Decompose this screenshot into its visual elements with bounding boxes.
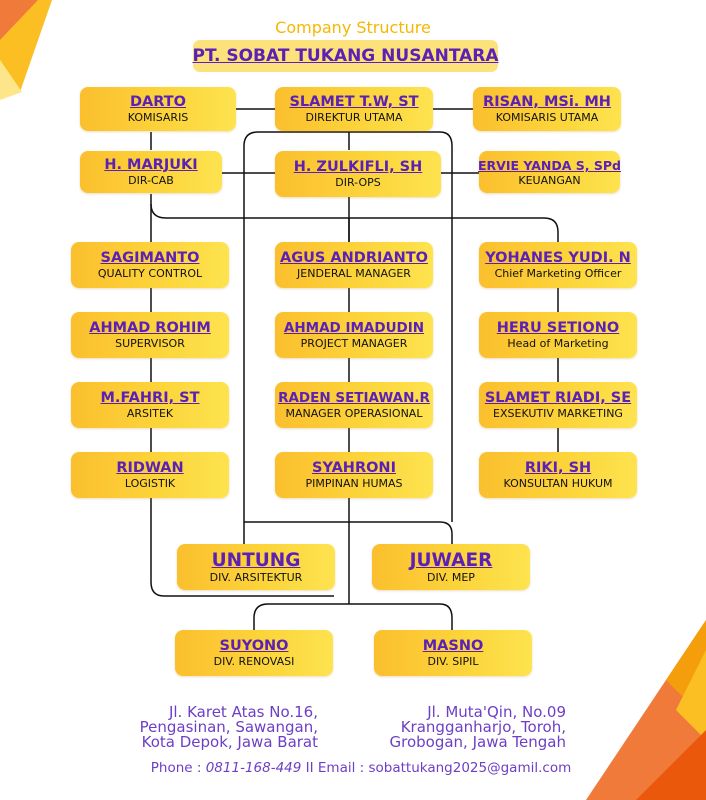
- node-yohanes[interactable]: YOHANES YUDI. N Chief Marketing Officer: [479, 242, 637, 288]
- node-ervie[interactable]: ERVIE YANDA S, SPd KEUANGAN: [478, 151, 621, 193]
- phone-number[interactable]: 0811-168-449: [205, 760, 302, 776]
- node-role: KONSULTAN HUKUM: [503, 477, 613, 490]
- node-role: KEUANGAN: [518, 174, 581, 187]
- node-syahroni[interactable]: SYAHRONI PIMPINAN HUMAS: [275, 452, 433, 498]
- node-role: DIREKTUR UTAMA: [305, 111, 403, 124]
- node-role: Chief Marketing Officer: [494, 267, 622, 280]
- address-line: Grobogan, Jawa Tengah: [389, 733, 566, 751]
- node-name: M.FAHRI, ST: [100, 390, 200, 406]
- node-role: ARSITEK: [126, 407, 174, 420]
- node-ridwan[interactable]: RIDWAN LOGISTIK: [71, 452, 229, 498]
- corner-decoration-top-left: [0, 0, 52, 100]
- node-name: SLAMET RIADI, SE: [484, 390, 632, 406]
- node-risan[interactable]: RISAN, MSi. MH KOMISARIS UTAMA: [473, 87, 621, 131]
- node-marjuki[interactable]: H. MARJUKI DIR-CAB: [80, 151, 222, 193]
- node-name: RIKI, SH: [524, 460, 592, 476]
- node-role: KOMISARIS UTAMA: [495, 111, 599, 124]
- node-name: DARTO: [130, 94, 186, 110]
- email-label: II Email :: [301, 760, 369, 776]
- node-masno[interactable]: MASNO DIV. SIPIL: [374, 630, 532, 676]
- node-role: SUPERVISOR: [115, 337, 185, 350]
- node-name: HERU SETIONO: [496, 320, 620, 336]
- node-sagimanto[interactable]: SAGIMANTO QUALITY CONTROL: [71, 242, 229, 288]
- node-role: MANAGER OPERASIONAL: [285, 407, 423, 420]
- node-name: YOHANES YUDI. N: [485, 250, 631, 266]
- node-role: EXSEKUTIV MARKETING: [493, 407, 623, 420]
- node-ahmad-imadudin[interactable]: AHMAD IMADUDIN PROJECT MANAGER: [275, 312, 433, 358]
- node-name: MASNO: [422, 638, 484, 654]
- node-darto[interactable]: DARTO KOMISARIS: [80, 87, 236, 131]
- phone-label: Phone :: [150, 760, 206, 776]
- node-role: DIR-OPS: [335, 176, 381, 189]
- node-role: DIR-CAB: [128, 174, 174, 187]
- node-juwaer[interactable]: JUWAER DIV. MEP: [372, 544, 530, 590]
- node-role: DIV. RENOVASI: [213, 655, 295, 668]
- node-ahmad-rohim[interactable]: AHMAD ROHIM SUPERVISOR: [71, 312, 229, 358]
- node-role: PIMPINAN HUMAS: [305, 477, 403, 490]
- node-name: SUYONO: [219, 638, 289, 654]
- node-riki[interactable]: RIKI, SH KONSULTAN HUKUM: [479, 452, 637, 498]
- node-name: AGUS ANDRIANTO: [280, 250, 428, 266]
- node-suyono[interactable]: SUYONO DIV. RENOVASI: [175, 630, 333, 676]
- node-role: QUALITY CONTROL: [97, 267, 203, 280]
- node-name: H. ZULKIFLI, SH: [293, 159, 423, 175]
- node-name: UNTUNG: [211, 550, 301, 571]
- node-name: SLAMET T.W, ST: [289, 94, 419, 110]
- contact-line: Phone : 0811-168-449 II Email : sobattuk…: [0, 760, 706, 776]
- email-address[interactable]: sobattukang2025@gamil.com: [368, 760, 572, 776]
- node-agus[interactable]: AGUS ANDRIANTO JENDERAL MANAGER: [275, 242, 433, 288]
- node-role: DIV. SIPIL: [427, 655, 479, 668]
- node-name: AHMAD IMADUDIN: [283, 320, 425, 336]
- node-role: PROJECT MANAGER: [300, 337, 408, 350]
- address-line: Jl. Karet Atas No.16,: [168, 703, 318, 721]
- node-fahri[interactable]: M.FAHRI, ST ARSITEK: [71, 382, 229, 428]
- node-role: DIV. ARSITEKTUR: [209, 571, 303, 584]
- node-name: RIDWAN: [116, 460, 184, 476]
- node-role: Head of Marketing: [507, 337, 609, 350]
- node-name: JUWAER: [409, 550, 493, 571]
- node-heru[interactable]: HERU SETIONO Head of Marketing: [479, 312, 637, 358]
- address-line: Jl. Muta'Qin, No.09: [427, 703, 566, 721]
- address-line: Pengasinan, Sawangan,: [139, 718, 318, 736]
- node-name: H. MARJUKI: [104, 157, 198, 173]
- node-name: AHMAD ROHIM: [89, 320, 211, 336]
- address-line: Kota Depok, Jawa Barat: [141, 733, 318, 751]
- address-grobogan: Jl. Muta'Qin, No.09 Krangganharjo, Toroh…: [366, 705, 566, 750]
- node-name: RADEN SETIAWAN.R: [278, 390, 430, 406]
- node-role: DIV. MEP: [427, 571, 475, 584]
- node-name: SYAHRONI: [312, 460, 396, 476]
- node-name: SAGIMANTO: [100, 250, 200, 266]
- node-slamet-riadi[interactable]: SLAMET RIADI, SE EXSEKUTIV MARKETING: [479, 382, 637, 428]
- company-name[interactable]: PT. SOBAT TUKANG NUSANTARA: [192, 40, 499, 72]
- node-raden[interactable]: RADEN SETIAWAN.R MANAGER OPERASIONAL: [275, 382, 433, 428]
- node-role: JENDERAL MANAGER: [297, 267, 411, 280]
- chart-subtitle: Company Structure: [275, 18, 431, 37]
- node-role: LOGISTIK: [124, 477, 176, 490]
- node-name: ERVIE YANDA S, SPd: [478, 158, 621, 173]
- node-role: KOMISARIS: [127, 111, 189, 124]
- node-untung[interactable]: UNTUNG DIV. ARSITEKTUR: [177, 544, 335, 590]
- node-zulkifli[interactable]: H. ZULKIFLI, SH DIR-OPS: [275, 151, 441, 197]
- address-line: Krangganharjo, Toroh,: [400, 718, 566, 736]
- node-name: RISAN, MSi. MH: [483, 94, 611, 110]
- address-depok: Jl. Karet Atas No.16, Pengasinan, Sawang…: [118, 705, 318, 750]
- corner-decoration-bottom-right: [586, 620, 706, 800]
- node-slamet-tw[interactable]: SLAMET T.W, ST DIREKTUR UTAMA: [275, 87, 433, 131]
